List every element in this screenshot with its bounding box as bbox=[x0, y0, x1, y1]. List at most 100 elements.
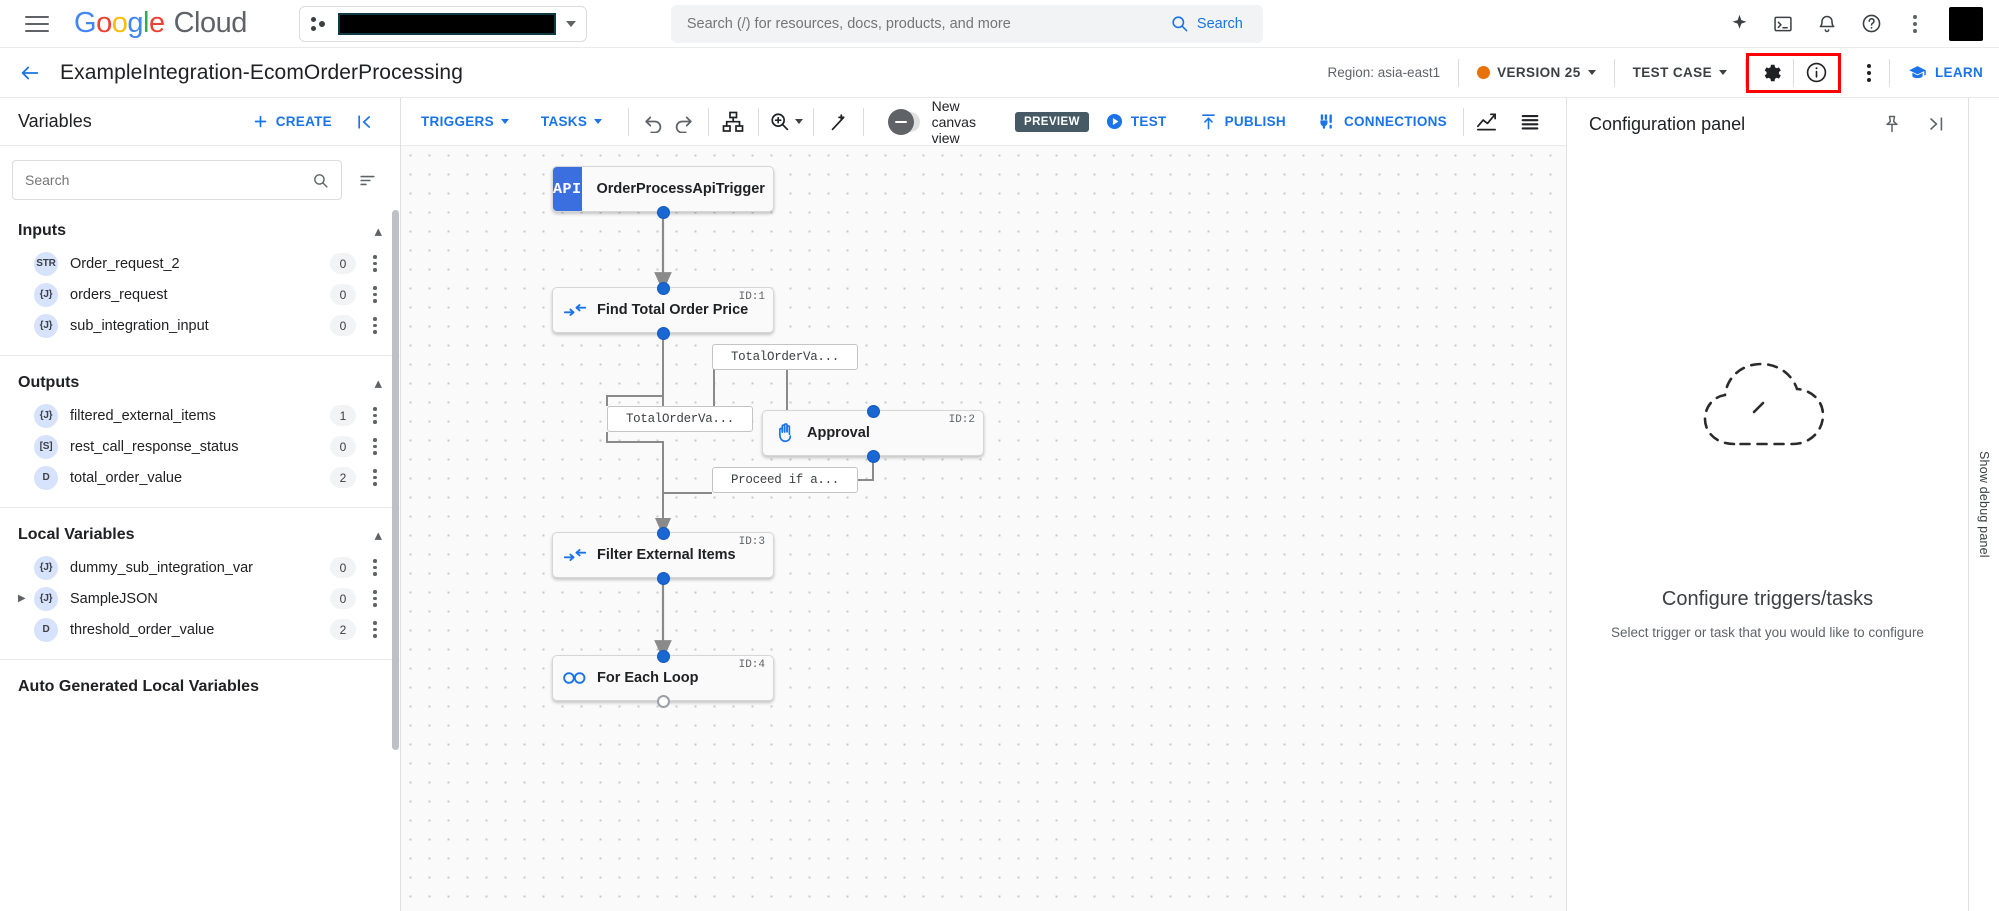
info-circle-icon[interactable] bbox=[1794, 54, 1838, 92]
back-arrow-icon[interactable] bbox=[10, 53, 50, 93]
variable-row[interactable]: STR Order_request_2 0 bbox=[0, 248, 400, 279]
expand-panel-icon[interactable] bbox=[1916, 104, 1956, 144]
section-title: Auto Generated Local Variables bbox=[18, 678, 259, 695]
variable-row[interactable]: {J} orders_request 0 bbox=[0, 279, 400, 310]
triggers-menu[interactable]: TRIGGERS bbox=[405, 114, 525, 129]
row-kebab-icon[interactable] bbox=[362, 469, 388, 486]
variable-name: sub_integration_input bbox=[70, 317, 209, 334]
project-selector[interactable] bbox=[298, 5, 587, 42]
new-canvas-view-toggle[interactable] bbox=[888, 108, 920, 135]
test-case-selector[interactable]: TEST CASE bbox=[1615, 65, 1745, 80]
sort-filter-icon[interactable] bbox=[350, 163, 384, 197]
variable-row[interactable]: ▶ {J} SampleJSON 0 bbox=[0, 583, 400, 614]
toggle-knob bbox=[888, 108, 915, 135]
variables-scrollbar-thumb[interactable] bbox=[392, 210, 399, 750]
row-kebab-icon[interactable] bbox=[362, 438, 388, 455]
row-kebab-icon[interactable] bbox=[362, 407, 388, 424]
variable-row[interactable]: {J} dummy_sub_integration_var 0 bbox=[0, 552, 400, 583]
node-input-port[interactable] bbox=[657, 282, 670, 295]
create-variable-button[interactable]: CREATE bbox=[252, 113, 332, 130]
section-header-local-variables[interactable]: Local Variables ▴ bbox=[0, 508, 400, 552]
variable-row[interactable]: D threshold_order_value 2 bbox=[0, 614, 400, 645]
section-header-auto-generated[interactable]: Auto Generated Local Variables bbox=[0, 660, 400, 704]
version-selector[interactable]: VERSION 25 bbox=[1459, 65, 1614, 80]
divider bbox=[1745, 58, 1746, 87]
node-input-port[interactable] bbox=[867, 405, 880, 418]
variable-row[interactable]: {J} sub_integration_input 0 bbox=[0, 310, 400, 341]
learn-button[interactable]: LEARN bbox=[1890, 63, 1983, 82]
zoom-in-magnifier-icon[interactable] bbox=[769, 102, 804, 142]
variable-count: 0 bbox=[330, 284, 356, 305]
integration-canvas[interactable]: API OrderProcessApiTrigger Find Total Or… bbox=[401, 146, 1566, 911]
learn-label: LEARN bbox=[1935, 65, 1983, 80]
node-input-port[interactable] bbox=[657, 650, 670, 663]
gemini-spark-icon[interactable] bbox=[1719, 4, 1759, 44]
variables-list[interactable]: Inputs ▴ STR Order_request_2 0 {J} order… bbox=[0, 210, 400, 911]
variables-search-box[interactable] bbox=[12, 160, 342, 200]
row-kebab-icon[interactable] bbox=[362, 255, 388, 272]
gear-icon[interactable] bbox=[1749, 54, 1793, 92]
publish-button[interactable]: PUBLISH bbox=[1183, 112, 1302, 131]
node-input-port[interactable] bbox=[657, 527, 670, 540]
redo-arrow-icon[interactable] bbox=[668, 102, 697, 142]
node-output-port[interactable] bbox=[657, 695, 670, 708]
execution-logs-icon[interactable] bbox=[1508, 102, 1552, 142]
kebab-menu-icon[interactable] bbox=[1895, 4, 1935, 44]
help-question-icon[interactable] bbox=[1851, 4, 1891, 44]
edge-label[interactable]: Proceed if a... bbox=[712, 467, 858, 493]
row-kebab-icon[interactable] bbox=[362, 590, 388, 607]
canvas-edges bbox=[606, 212, 874, 660]
node-output-port[interactable] bbox=[657, 327, 670, 340]
divider bbox=[757, 107, 759, 136]
auto-layout-icon[interactable] bbox=[718, 102, 747, 142]
variable-row[interactable]: [S] rest_call_response_status 0 bbox=[0, 431, 400, 462]
search-button[interactable]: Search bbox=[1154, 5, 1263, 43]
row-kebab-icon[interactable] bbox=[362, 621, 388, 638]
avatar[interactable] bbox=[1949, 6, 1983, 41]
node-output-port[interactable] bbox=[657, 206, 670, 219]
search-input[interactable] bbox=[670, 4, 1154, 43]
node-output-port[interactable] bbox=[867, 450, 880, 463]
edge-label[interactable]: TotalOrderVa... bbox=[607, 406, 753, 432]
magic-wand-icon[interactable] bbox=[824, 102, 853, 142]
chevron-down-icon bbox=[500, 119, 509, 124]
row-kebab-icon[interactable] bbox=[362, 559, 388, 576]
divider bbox=[1793, 58, 1794, 87]
variable-name: filtered_external_items bbox=[70, 407, 216, 424]
show-debug-panel-rail[interactable]: Show debug panel bbox=[1968, 98, 1999, 911]
connections-button[interactable]: CONNECTIONS bbox=[1302, 112, 1463, 131]
variable-type-badge: {J} bbox=[34, 313, 58, 338]
collapse-panel-icon[interactable] bbox=[346, 103, 384, 141]
title-bar-kebab-icon[interactable] bbox=[1849, 53, 1889, 93]
row-kebab-icon[interactable] bbox=[362, 317, 388, 334]
undo-arrow-icon[interactable] bbox=[639, 102, 668, 142]
chevron-down-icon bbox=[594, 119, 603, 124]
preview-badge: PREVIEW bbox=[1015, 111, 1089, 132]
variable-row[interactable]: D total_order_value 2 bbox=[0, 462, 400, 493]
node-output-port[interactable] bbox=[657, 572, 670, 585]
hamburger-icon[interactable] bbox=[14, 1, 60, 47]
row-expander-icon[interactable]: ▶ bbox=[18, 593, 26, 604]
variables-search-input[interactable] bbox=[25, 172, 312, 188]
variable-type-badge: STR bbox=[34, 251, 58, 276]
tasks-menu[interactable]: TASKS bbox=[525, 114, 618, 129]
global-search[interactable]: Search bbox=[670, 4, 1263, 43]
node-label: Filter External Items bbox=[597, 547, 736, 563]
canvas-node-api-trigger[interactable]: API OrderProcessApiTrigger bbox=[552, 166, 774, 212]
variable-count: 0 bbox=[330, 436, 356, 457]
edge-label[interactable]: TotalOrderVa... bbox=[712, 344, 858, 370]
section-header-outputs[interactable]: Outputs ▴ bbox=[0, 356, 400, 400]
divider bbox=[813, 107, 815, 136]
google-cloud-logo[interactable]: Google Cloud bbox=[74, 7, 247, 39]
variable-type-badge: {J} bbox=[34, 555, 58, 580]
cloud-shell-icon[interactable] bbox=[1763, 4, 1803, 44]
pin-icon[interactable] bbox=[1872, 104, 1912, 144]
row-kebab-icon[interactable] bbox=[362, 286, 388, 303]
google-cloud-top-bar: Google Cloud Search bbox=[0, 0, 1999, 48]
variable-row[interactable]: {J} filtered_external_items 1 bbox=[0, 400, 400, 431]
analytics-chart-icon[interactable] bbox=[1464, 102, 1508, 142]
test-button[interactable]: TEST bbox=[1089, 112, 1183, 131]
notifications-bell-icon[interactable] bbox=[1807, 4, 1847, 44]
section-header-inputs[interactable]: Inputs ▴ bbox=[0, 210, 400, 248]
